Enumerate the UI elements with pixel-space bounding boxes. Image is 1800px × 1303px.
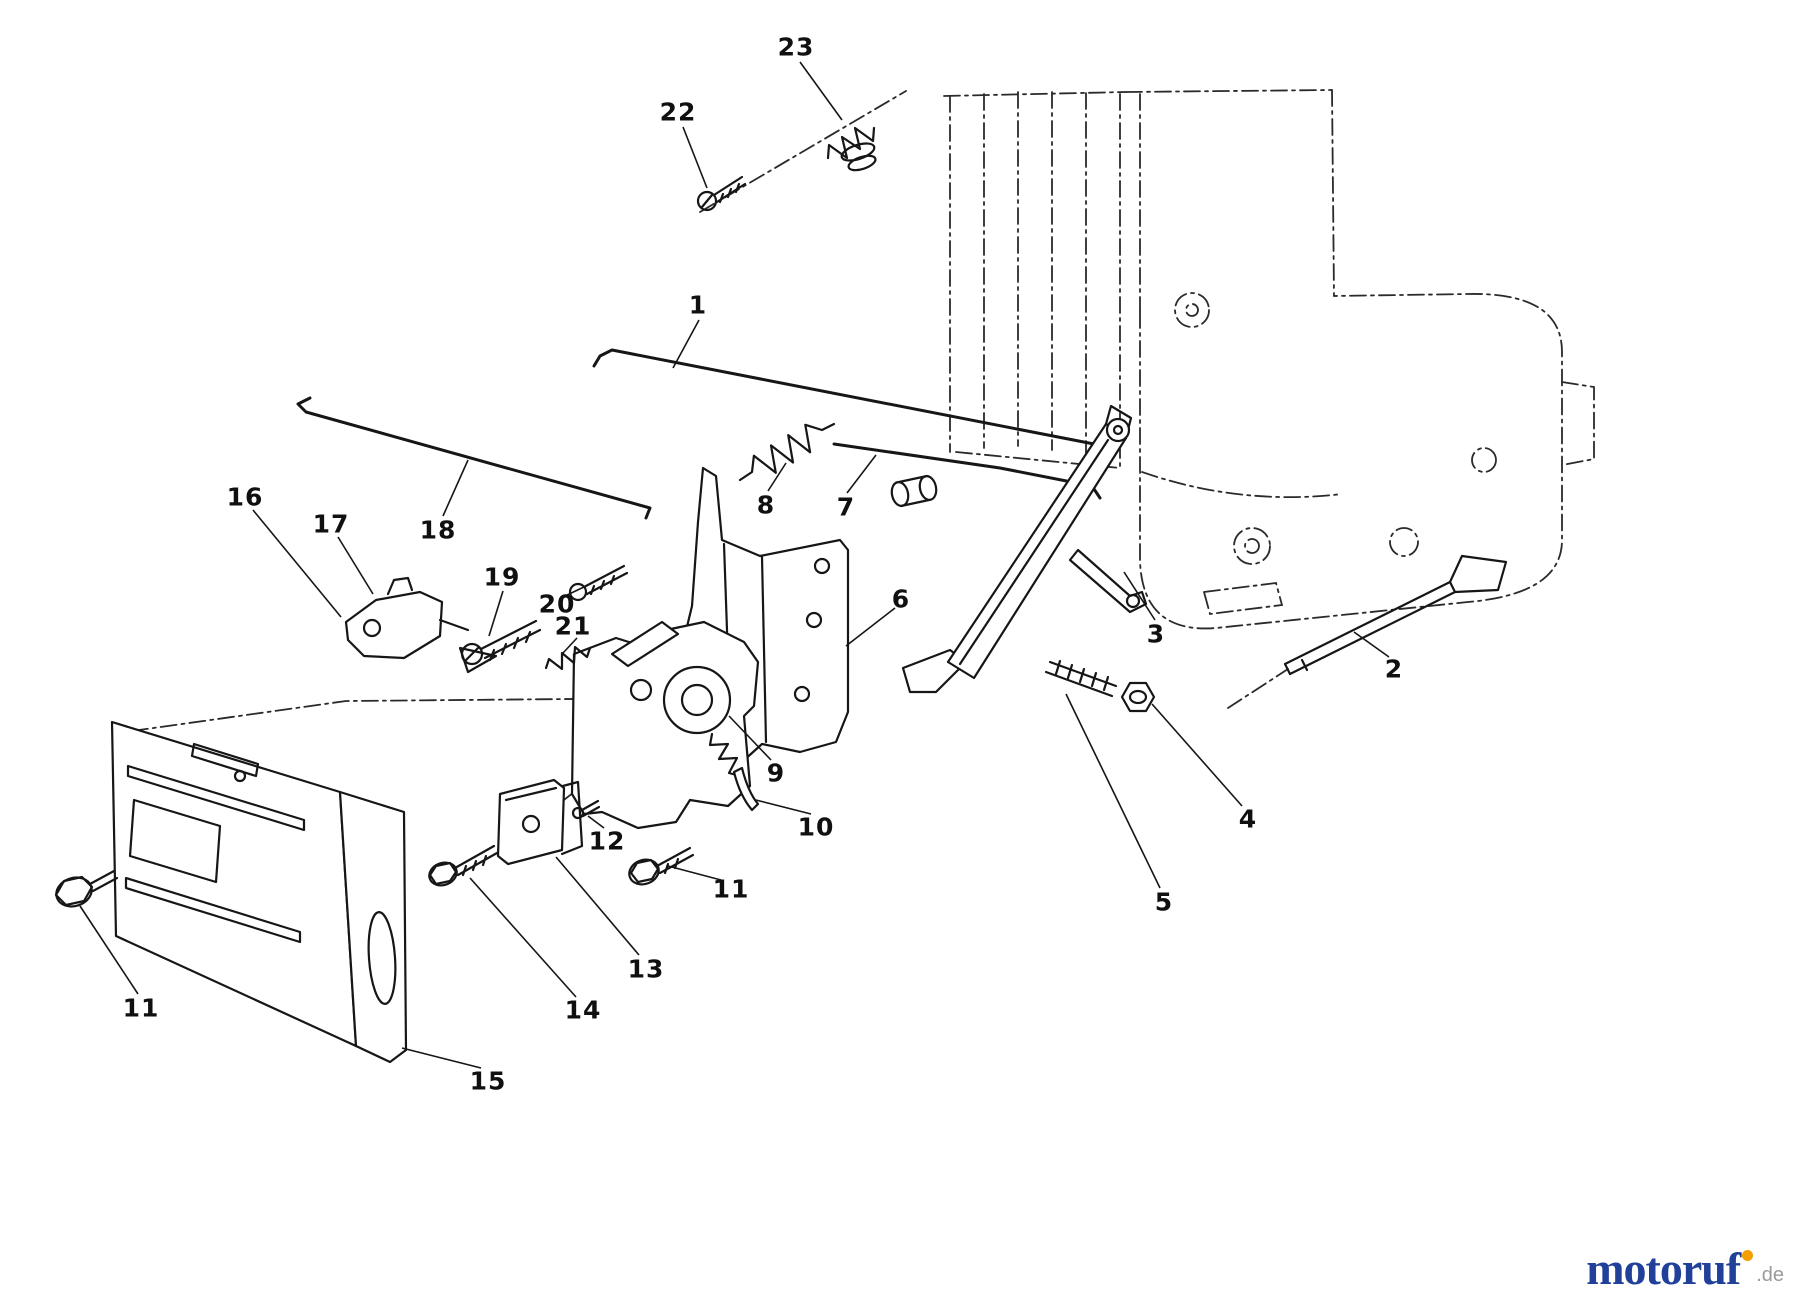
- part-callout-13: 13: [627, 954, 665, 984]
- part-callout-3: 3: [1146, 619, 1166, 649]
- link-rod-part-7: [832, 442, 1102, 500]
- logo-text: motoruf: [1586, 1242, 1741, 1294]
- part-callout-10: 10: [797, 812, 835, 842]
- logo-suffix: .de: [1756, 1264, 1784, 1286]
- governor-lever-part-3: [1068, 548, 1148, 614]
- part-callout-15: 15: [469, 1066, 507, 1096]
- part-callout-22: 22: [659, 97, 697, 127]
- plate-part-13: [496, 778, 584, 866]
- callout-leader-lines: [79, 61, 1390, 1069]
- site-logo: motoruf .de: [1586, 1242, 1784, 1294]
- part-callout-16: 16: [226, 482, 264, 512]
- part-callout-7: 7: [836, 492, 856, 522]
- logo-accent-dot-icon: [1742, 1250, 1754, 1261]
- part-callout-8: 8: [756, 490, 776, 520]
- rod-spacer-bushing: [890, 474, 938, 508]
- part-callout-1: 1: [688, 290, 708, 320]
- part-callout-4: 4: [1238, 804, 1258, 834]
- part-callout-5: 5: [1154, 887, 1174, 917]
- part-callout-20: 20: [538, 589, 576, 619]
- governor-arm-part-5: [901, 404, 1133, 694]
- pin-part-12: [571, 799, 601, 820]
- clip-pivot-part-16: [362, 618, 382, 638]
- engine-block-phantom-outline: [943, 89, 1595, 630]
- hex-nut-part-4: [1120, 681, 1156, 713]
- screw-part-14: [428, 844, 499, 887]
- throttle-rod-part-1: [592, 348, 1104, 472]
- part-callout-14: 14: [564, 995, 602, 1025]
- part-callout-18: 18: [419, 515, 457, 545]
- part-callout-9: 9: [766, 758, 786, 788]
- screw-part-11-right: [628, 846, 695, 886]
- spring-part-21: [544, 645, 592, 671]
- part-callout-11: 11: [712, 874, 750, 904]
- throttle-clip-part-17: [344, 576, 498, 674]
- governor-rod-part-18: [296, 396, 652, 520]
- pawl-part-10: [732, 766, 760, 812]
- part-callout-21: 21: [554, 611, 592, 641]
- bolt-part-11-left: [54, 869, 119, 908]
- speed-control-body: [570, 620, 760, 830]
- part-callout-11: 11: [122, 993, 160, 1023]
- part-callout-12: 12: [588, 826, 626, 856]
- governor-spring-part-8: [738, 422, 836, 482]
- spring-screw-part-23: [826, 126, 877, 172]
- governor-shaft-part-2: [1283, 554, 1508, 676]
- part-callout-2: 2: [1384, 654, 1404, 684]
- part-callout-6: 6: [891, 584, 911, 614]
- governor-gear-part-9: [662, 665, 732, 735]
- part-callout-17: 17: [312, 509, 350, 539]
- screw-part-19: [460, 619, 542, 666]
- part-callout-23: 23: [777, 32, 815, 62]
- pivot-stud: [1044, 659, 1118, 698]
- cover-plate-part-15: [110, 720, 408, 1064]
- screw-part-22: [696, 175, 747, 212]
- part-callout-19: 19: [483, 562, 521, 592]
- screw-part-20: [568, 564, 629, 602]
